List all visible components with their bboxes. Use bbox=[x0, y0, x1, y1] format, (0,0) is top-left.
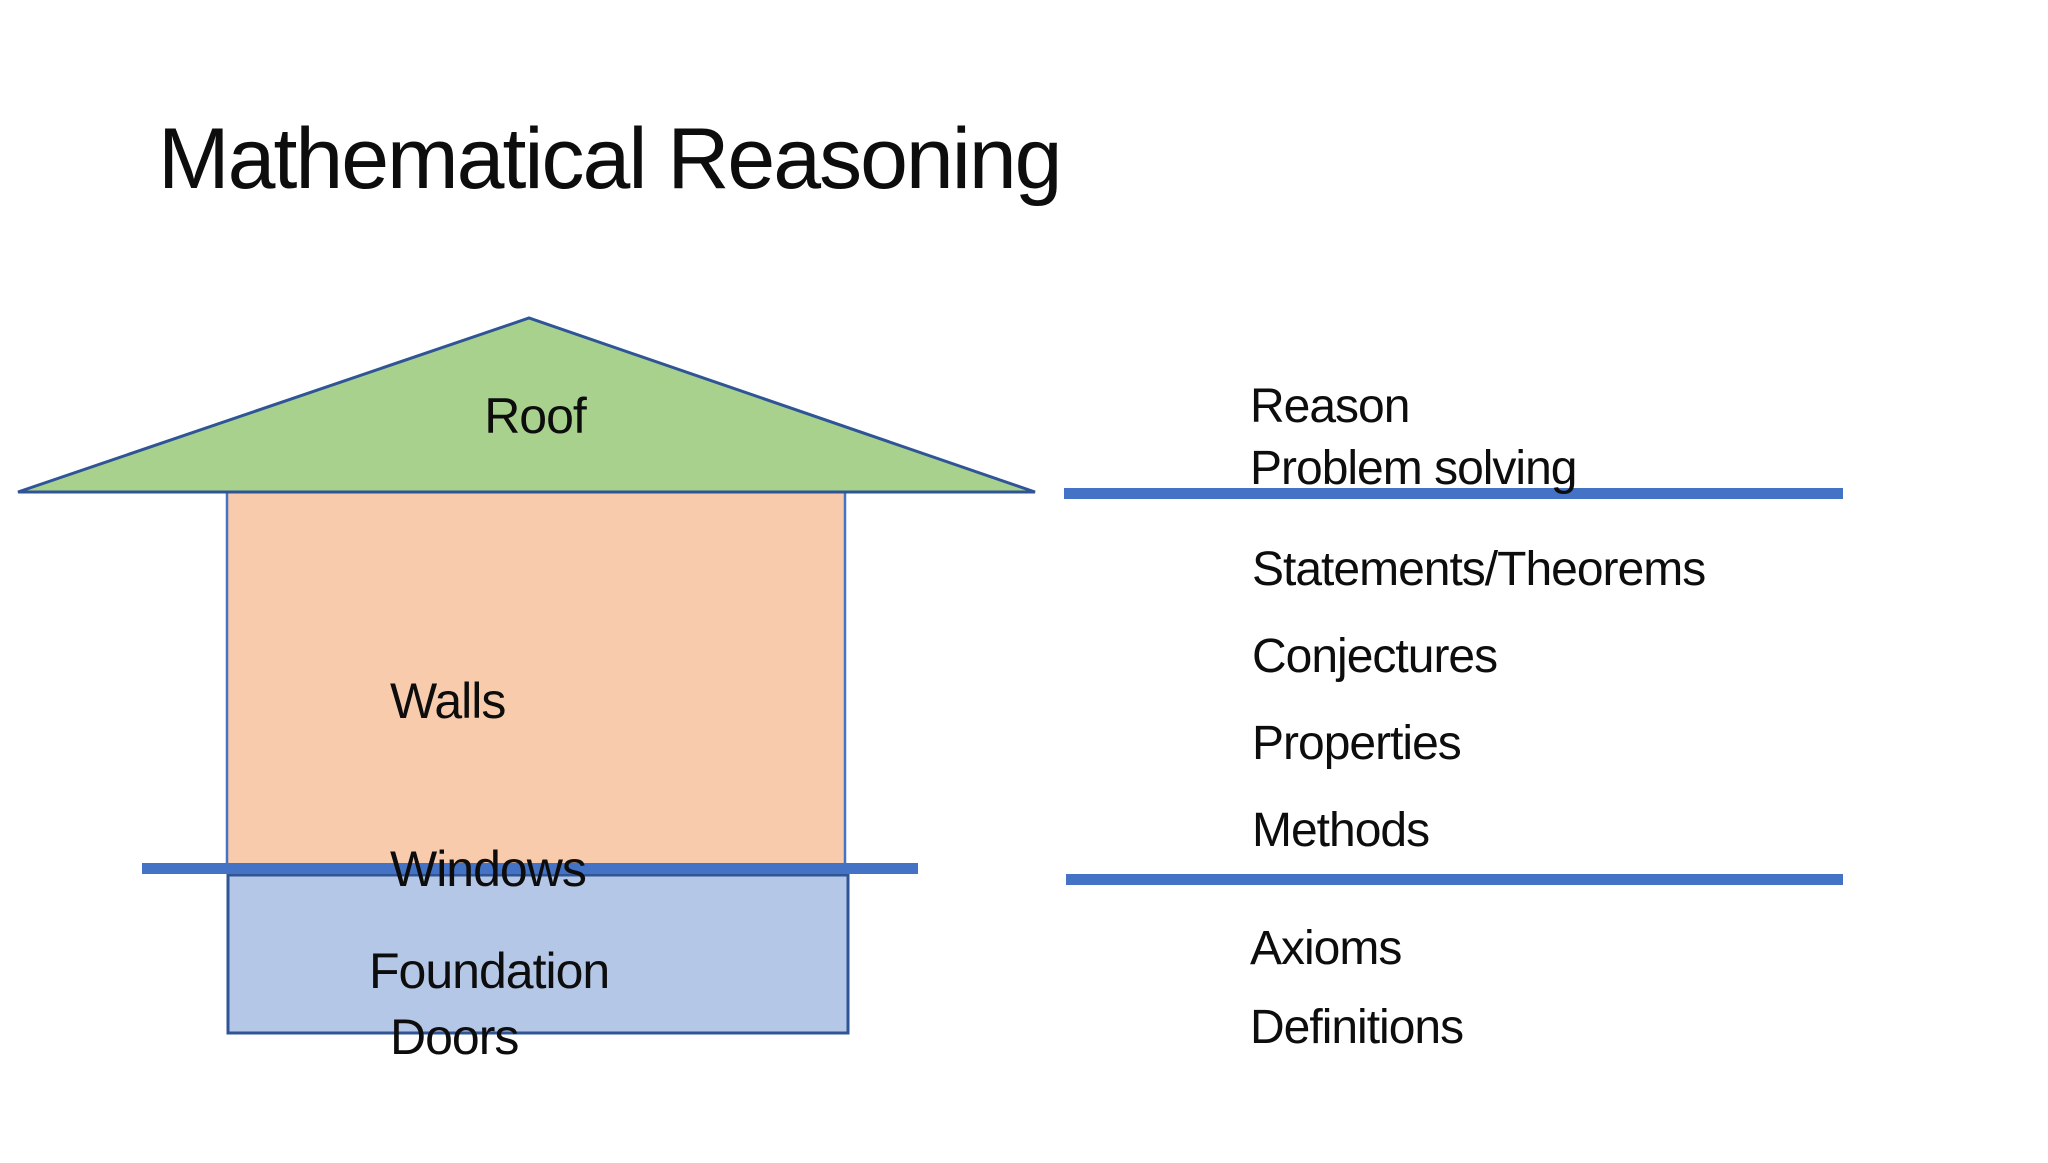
left-divider-bar bbox=[142, 863, 918, 874]
doors-label-line: Doors bbox=[390, 1009, 519, 1065]
right-item-statements-theorems: Statements/Theorems bbox=[1252, 543, 1706, 596]
foundation-shape bbox=[226, 873, 850, 1035]
right-divider-bar-top bbox=[1064, 488, 1843, 499]
right-column-middle-group: Statements/Theorems Conjectures Properti… bbox=[1252, 526, 1706, 874]
right-divider-bar-bottom bbox=[1066, 874, 1843, 885]
walls-shape bbox=[225, 490, 847, 874]
right-item-definitions: Definitions bbox=[1250, 1001, 1464, 1054]
right-item-conjectures: Conjectures bbox=[1252, 630, 1498, 683]
roof-label: Roof bbox=[484, 388, 587, 444]
right-item-reason: Reason bbox=[1250, 380, 1410, 433]
right-item-problem-solving: Problem solving bbox=[1250, 442, 1577, 495]
foundation-label: Foundation bbox=[369, 943, 610, 999]
slide-title: Mathematical Reasoning bbox=[158, 111, 1063, 207]
walls-label-group: Walls Windows Doors bbox=[390, 575, 587, 1163]
roof-shape bbox=[17, 316, 1036, 494]
right-item-axioms: Axioms bbox=[1250, 922, 1402, 975]
windows-label-line: Windows bbox=[390, 841, 587, 897]
right-column-bottom-group: Axioms Definitions bbox=[1250, 909, 1464, 1067]
right-item-properties: Properties bbox=[1252, 717, 1462, 770]
walls-label-line: Walls bbox=[390, 673, 506, 729]
right-item-methods: Methods bbox=[1252, 804, 1430, 857]
right-column-top-group: Reason Problem solving bbox=[1250, 376, 1577, 500]
